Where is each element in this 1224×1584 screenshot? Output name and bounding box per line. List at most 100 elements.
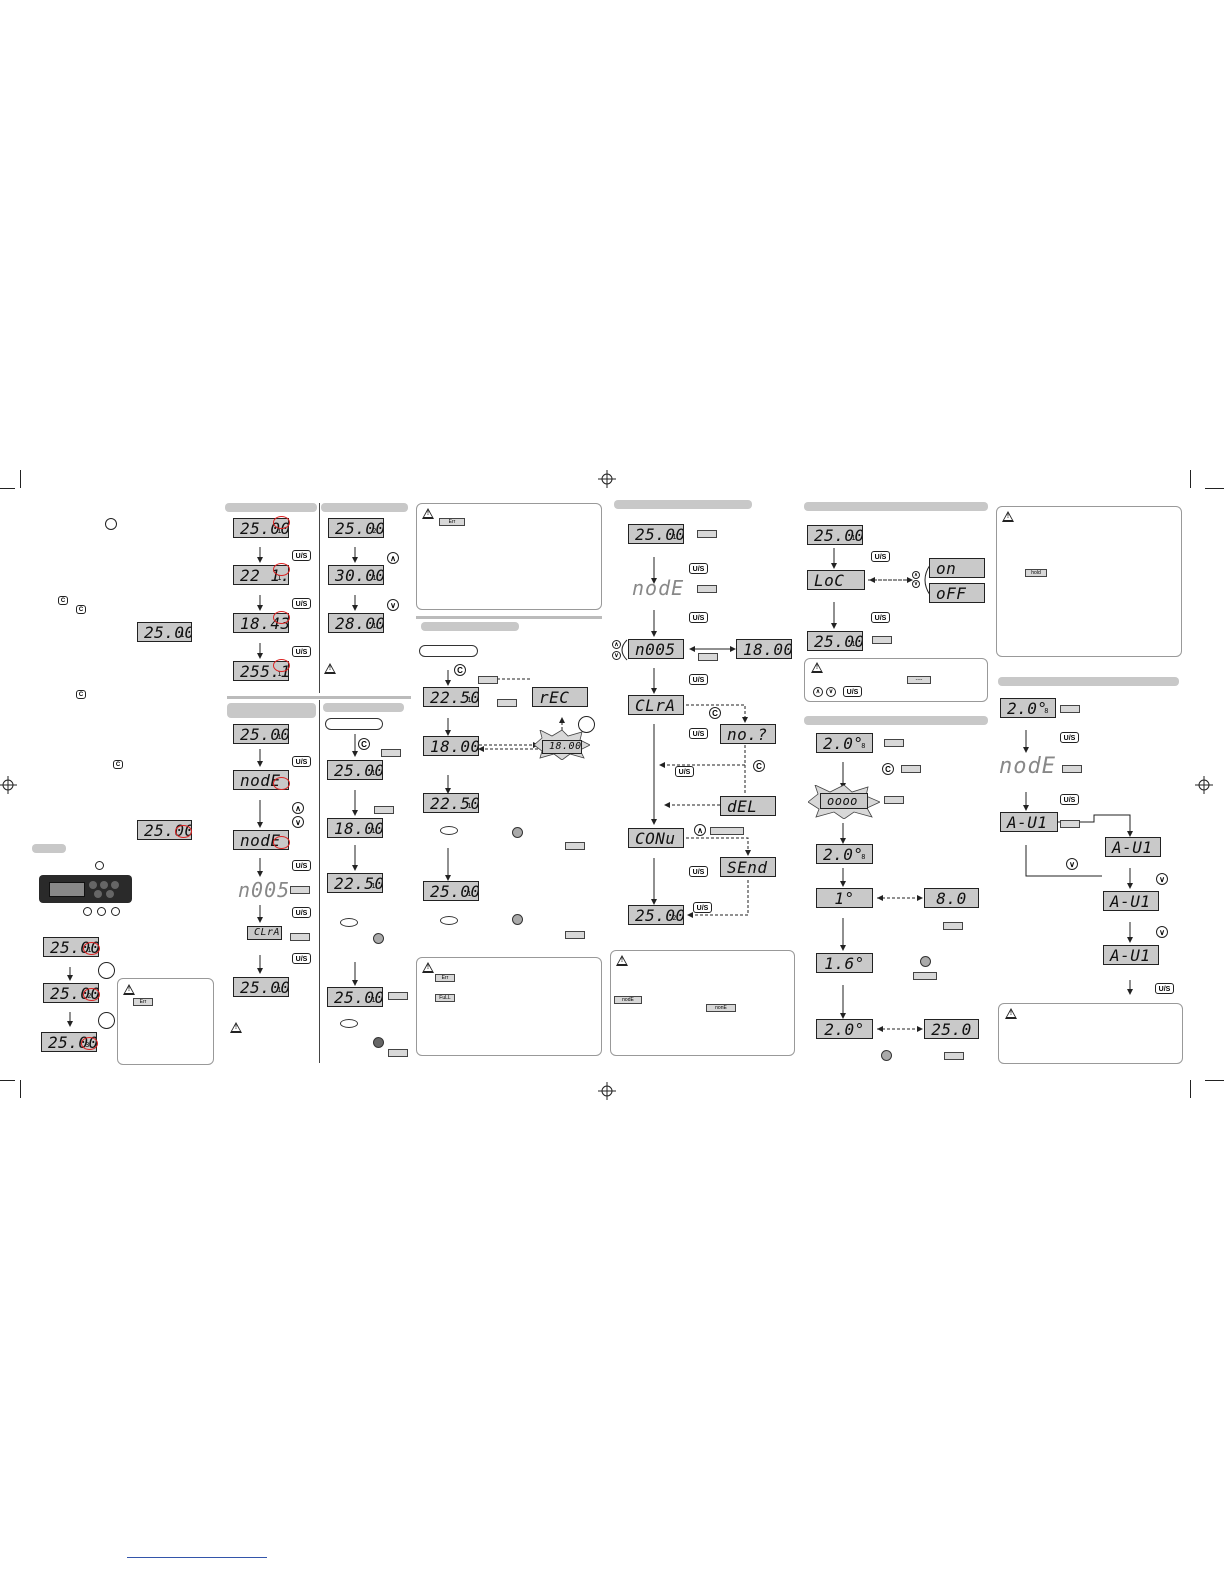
callout-marker bbox=[97, 907, 106, 916]
us-button-icon: U/S bbox=[693, 902, 712, 913]
lcd-display: CLrA bbox=[628, 695, 684, 715]
hint-display-box bbox=[1060, 705, 1080, 713]
lcd-display: 25.0 bbox=[924, 1019, 979, 1039]
warning-panel: ! Err FuLL bbox=[416, 957, 602, 1056]
highlight-circle bbox=[81, 1037, 98, 1050]
c-button-icon: C bbox=[709, 707, 721, 719]
hint-display-box bbox=[381, 749, 401, 757]
us-button-icon: U/S bbox=[843, 686, 862, 697]
step-oval bbox=[340, 918, 358, 927]
column-divider bbox=[319, 503, 320, 693]
device-key bbox=[111, 881, 119, 889]
lcd-display: 2.0°8 bbox=[816, 844, 873, 864]
us-button-icon: U/S bbox=[292, 598, 311, 609]
hint-display-box bbox=[944, 1052, 964, 1060]
warning-panel: ! bbox=[998, 1003, 1183, 1064]
warning-icon: ! bbox=[422, 508, 434, 519]
us-button-icon: U/S bbox=[292, 860, 311, 871]
crop-mark bbox=[20, 1080, 21, 1098]
warning-icon: ! bbox=[1005, 1008, 1017, 1019]
us-button-icon: U/S bbox=[292, 756, 311, 767]
lcd-display: oooo bbox=[820, 793, 868, 809]
hint-display-box bbox=[290, 886, 310, 894]
us-button-icon: U/S bbox=[871, 612, 890, 623]
device-key bbox=[94, 890, 102, 898]
column-divider bbox=[319, 700, 320, 1063]
down-button-icon: ∨ bbox=[912, 580, 920, 588]
lcd-display: 18.00 bbox=[423, 736, 479, 756]
section-header-bar bbox=[998, 677, 1179, 686]
hint-display-box: Err bbox=[133, 998, 153, 1006]
large-display-text: nodE bbox=[632, 576, 685, 600]
warning-panel: ! nodE nonE bbox=[610, 950, 795, 1056]
warning-icon: ! bbox=[1002, 511, 1014, 522]
highlight-circle bbox=[175, 825, 192, 838]
us-button-icon: U/S bbox=[1060, 732, 1079, 743]
down-button-icon: ∨ bbox=[612, 651, 621, 660]
down-button-icon: ∨ bbox=[1156, 926, 1168, 938]
lcd-display: CONu bbox=[628, 828, 684, 848]
device-key bbox=[106, 890, 114, 898]
hint-display-box bbox=[872, 636, 892, 644]
lcd-display: A-U1 bbox=[1103, 945, 1159, 965]
lcd-display: 8.0 bbox=[924, 888, 979, 908]
section-divider bbox=[416, 616, 602, 619]
hint-display-box bbox=[290, 933, 310, 941]
lcd-display: n005 bbox=[628, 639, 684, 659]
button-marker bbox=[98, 962, 115, 979]
warning-icon: ! bbox=[422, 962, 434, 973]
hint-display-box bbox=[497, 699, 517, 707]
link-underline[interactable] bbox=[127, 1557, 267, 1558]
hint-display-box: nodE bbox=[614, 996, 642, 1004]
hint-display-box bbox=[698, 653, 718, 661]
c-button-icon: C bbox=[454, 664, 466, 676]
device-screen bbox=[49, 882, 85, 897]
lcd-display: rEC bbox=[532, 687, 588, 707]
highlight-circle bbox=[83, 942, 100, 955]
step-oval bbox=[340, 1019, 358, 1028]
section-header-bar bbox=[32, 844, 66, 853]
callout-marker bbox=[95, 861, 104, 870]
led-indicator bbox=[373, 1037, 384, 1048]
hint-display-box bbox=[565, 931, 585, 939]
warning-icon: ! bbox=[324, 663, 336, 674]
hint-display-box bbox=[565, 842, 585, 850]
hint-display-box bbox=[478, 676, 498, 684]
hint-display-box: ---- bbox=[907, 676, 931, 684]
lcd-display: 2.0°8 bbox=[1000, 698, 1056, 718]
hint-display-box bbox=[710, 827, 744, 835]
start-pill bbox=[325, 718, 383, 730]
section-header-bar bbox=[323, 703, 404, 712]
callout-marker bbox=[111, 907, 120, 916]
us-button-icon: U/S bbox=[675, 766, 694, 777]
led-indicator bbox=[373, 933, 384, 944]
large-display-text: nodE bbox=[999, 754, 1056, 779]
crop-mark bbox=[1205, 488, 1224, 489]
us-button-icon: U/S bbox=[1060, 794, 1079, 805]
us-button-icon: U/S bbox=[292, 646, 311, 657]
warning-panel: ! Err bbox=[117, 978, 214, 1065]
section-header-bar bbox=[321, 503, 408, 512]
section-header-bar bbox=[804, 502, 988, 511]
hint-display-box bbox=[697, 585, 717, 593]
section-header-bar bbox=[614, 500, 752, 509]
c-button-icon: C bbox=[882, 763, 894, 775]
lcd-display: oFF bbox=[929, 583, 985, 603]
led-indicator bbox=[881, 1050, 892, 1061]
hint-display-box bbox=[374, 806, 394, 814]
highlight-circle bbox=[273, 777, 290, 790]
crop-mark bbox=[1205, 1080, 1224, 1081]
button-marker bbox=[578, 716, 595, 733]
us-button-icon: U/S bbox=[871, 551, 890, 562]
us-button-icon: U/S bbox=[689, 728, 708, 739]
